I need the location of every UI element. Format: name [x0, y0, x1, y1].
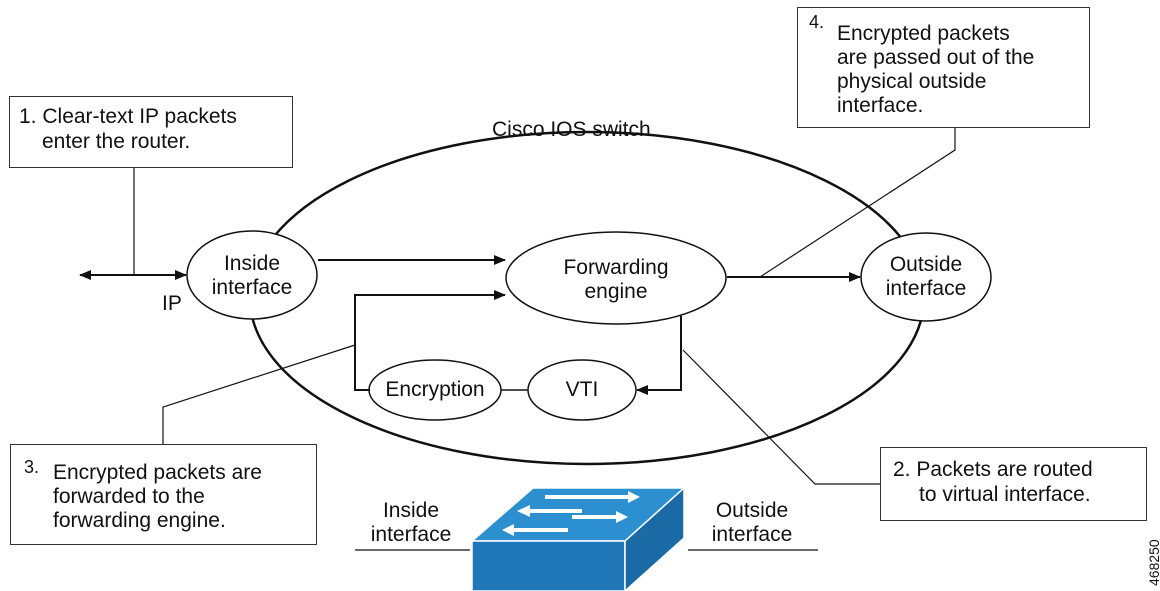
callout-step3: 3. Encrypted packets are forwarded to th…	[10, 444, 317, 545]
leader-step4	[759, 128, 956, 278]
step3-line2: forwarded to the	[53, 485, 205, 508]
step1-number: 1.	[19, 105, 37, 128]
step2-line1: Packets are routed	[916, 458, 1093, 481]
step4-line3: physical outside	[837, 70, 987, 93]
step4-number: 4.	[809, 12, 825, 32]
encryption-label: Encryption	[385, 378, 485, 401]
step4-line4: interface.	[837, 94, 924, 117]
forwarding-engine-node	[505, 231, 727, 325]
legend-inside-label: Inside interface	[370, 499, 452, 546]
step1-line1: Clear-text IP packets	[42, 105, 237, 128]
leader-step3	[162, 344, 356, 444]
callout-step4: 4. Encrypted packets are passed out of t…	[797, 7, 1090, 128]
callout-step2: 2. Packets are routed to virtual interfa…	[880, 447, 1147, 521]
legend-outside-label: Outside interface	[711, 499, 793, 546]
outside-interface-node	[860, 232, 992, 322]
step4-line2: are passed out of the	[837, 46, 1035, 69]
step3-line1: Encrypted packets are	[53, 461, 262, 484]
ip-label: IP	[162, 292, 182, 315]
vti-label: VTI	[565, 378, 599, 401]
step2-number: 2.	[893, 458, 911, 481]
inside-interface-node	[186, 230, 318, 320]
encryption-to-forwarding-arrow	[354, 290, 506, 391]
figure-id: 468250	[1146, 539, 1160, 586]
outside-interface-label: Outside interface	[885, 253, 967, 300]
forwarding-to-vti-arrow	[636, 316, 682, 395]
forwarding-engine-label: Forwarding engine	[563, 256, 669, 303]
inside-interface-label: Inside interface	[211, 252, 293, 299]
step4-line1: Encrypted packets	[837, 22, 1010, 45]
switch-icon	[469, 486, 686, 591]
step1-line2: enter the router.	[42, 130, 191, 153]
step2-line2: to virtual interface.	[919, 483, 1091, 506]
step3-number: 3.	[24, 457, 40, 477]
leader-step2	[682, 349, 880, 485]
callout-step1: 1. Clear-text IP packets enter the route…	[9, 96, 293, 168]
switch-label: Cisco IOS switch	[492, 118, 651, 141]
step3-line3: forwarding engine.	[53, 509, 226, 532]
